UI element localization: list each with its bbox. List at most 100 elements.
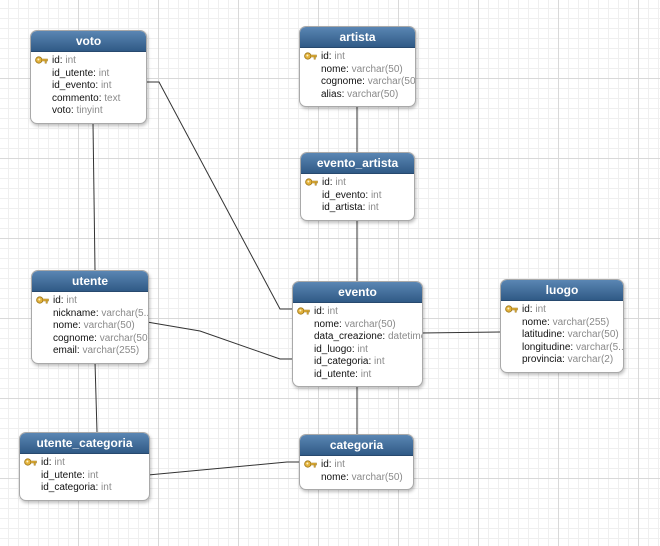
field-row[interactable]: id: int [32,295,148,308]
field-type: int [87,469,99,481]
field-row[interactable]: id: int [300,51,415,64]
primary-key-icon [505,305,518,315]
field-row[interactable]: voto: tinyint [52,105,103,116]
primary-key-icon [36,296,49,306]
field-type: int [374,356,385,367]
primary-key-icon [24,458,37,468]
field-type: int [65,55,76,66]
table-title: evento [293,282,422,303]
field-row[interactable]: cognome: varchar(50) [32,333,148,346]
field-name: nome [314,318,340,330]
field-name: longitudine [522,341,571,353]
field-row[interactable]: nome: varchar(50) [321,471,403,483]
field-type: int [100,80,112,91]
field-name: id [321,459,329,470]
field-name: nome [522,316,548,328]
field-row[interactable]: data_creazione: datetime [293,331,422,344]
field-row[interactable]: id_evento: int [322,189,382,201]
field-type: int [360,368,372,380]
field-type: varchar(50) [351,63,403,75]
field-name: id_artista [322,202,363,213]
field-type: int [327,306,338,317]
field-type: int [334,51,345,62]
field-name: nickname [53,307,96,319]
field-row[interactable]: id_luogo: int [314,343,368,355]
field-name: provincia [522,354,563,365]
field-row[interactable]: commento: text [52,92,121,104]
field-row[interactable]: nome: varchar(50) [321,63,403,75]
primary-key-icon [35,56,48,66]
field-name: id_utente [52,67,94,79]
field-name: voto [52,105,71,116]
field-type: int [368,202,379,213]
field-row[interactable]: id_artista: int [322,202,379,213]
field-type: int [98,67,110,79]
field-type: datetime [387,331,422,342]
field-name: id_evento [322,189,366,201]
field-row[interactable]: id: int [501,304,623,317]
field-row[interactable]: alias: varchar(50) [321,88,399,100]
field-name: id [321,51,329,62]
table-title: artista [300,27,415,48]
field-row[interactable]: longitudine: varchar(5... [501,342,623,355]
field-row[interactable]: id_evento: int [52,80,112,91]
field-name: alias [321,88,342,100]
field-type: varchar(50) [347,88,399,100]
link-utente-utente-categoria [94,361,98,433]
field-type: varchar(50) [351,471,403,483]
field-type: varchar(5... [575,341,623,353]
field-row[interactable]: nome: varchar(255) [522,316,610,328]
field-name: id_utente [314,368,356,380]
field-type: varchar(2) [567,354,614,365]
field-type: varchar(255) [552,316,610,328]
field-type: varchar(50) [567,329,619,340]
field-row[interactable]: cognome: varchar(50) [300,76,415,89]
field-name: id_utente [41,469,83,481]
primary-key-icon [304,52,317,62]
field-row[interactable]: id_categoria: int [314,356,385,367]
field-row[interactable]: id_utente: int [314,368,372,380]
primary-key-icon [305,178,318,188]
field-row[interactable]: latitudine: varchar(50) [522,329,619,340]
field-row[interactable]: id: int [300,459,413,472]
table-title: voto [31,31,146,52]
field-row[interactable]: email: varchar(255) [53,345,140,356]
field-type: int [357,343,368,355]
link-utente-evento [146,321,292,360]
field-row[interactable]: id: int [31,55,146,68]
table-title: utente_categoria [20,433,149,454]
field-type: int [54,457,65,468]
primary-key-icon [297,307,310,317]
field-row[interactable]: id_utente: int [52,67,110,79]
field-name: nome [321,471,347,483]
link-evento-luogo [420,331,501,334]
field-row[interactable]: id_categoria: int [41,482,112,493]
field-row[interactable]: nome: varchar(50) [314,318,396,330]
field-name: id [522,304,530,315]
field-row[interactable]: nome: varchar(50) [53,320,135,331]
field-row[interactable]: nickname: varchar(5... [32,308,148,321]
field-row[interactable]: provincia: varchar(2) [522,354,614,365]
field-row[interactable]: id: int [301,177,414,190]
field-row[interactable]: id: int [293,306,422,319]
field-name: id [41,457,49,468]
field-type: int [535,304,546,315]
field-name: cognome [321,76,363,87]
field-name: data_creazione [314,331,383,342]
field-type: varchar(255) [82,345,140,356]
field-row[interactable]: id: int [20,457,149,470]
link-voto-utente [92,122,96,271]
field-row[interactable]: id_utente: int [41,469,99,481]
